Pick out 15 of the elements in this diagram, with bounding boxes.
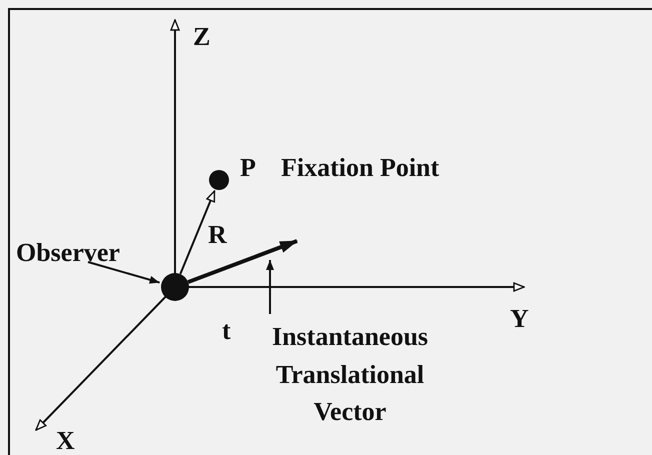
vector-caption: Instantaneous Translational Vector — [250, 314, 450, 432]
axis-label: Y — [510, 306, 529, 332]
point-label: Fixation Point — [281, 155, 440, 181]
vector-arrow — [187, 239, 298, 284]
leader-line — [266, 260, 274, 314]
axis-label: X — [56, 428, 75, 454]
point-dot — [161, 273, 189, 301]
point-dot — [209, 170, 229, 190]
edge-label: t — [222, 318, 231, 344]
arrow — [179, 190, 216, 274]
observer-label: Observer — [16, 234, 156, 272]
axis-label: Z — [193, 24, 210, 50]
leader-line — [88, 261, 160, 284]
point-label: P — [240, 155, 256, 181]
edge-label: R — [208, 222, 227, 248]
